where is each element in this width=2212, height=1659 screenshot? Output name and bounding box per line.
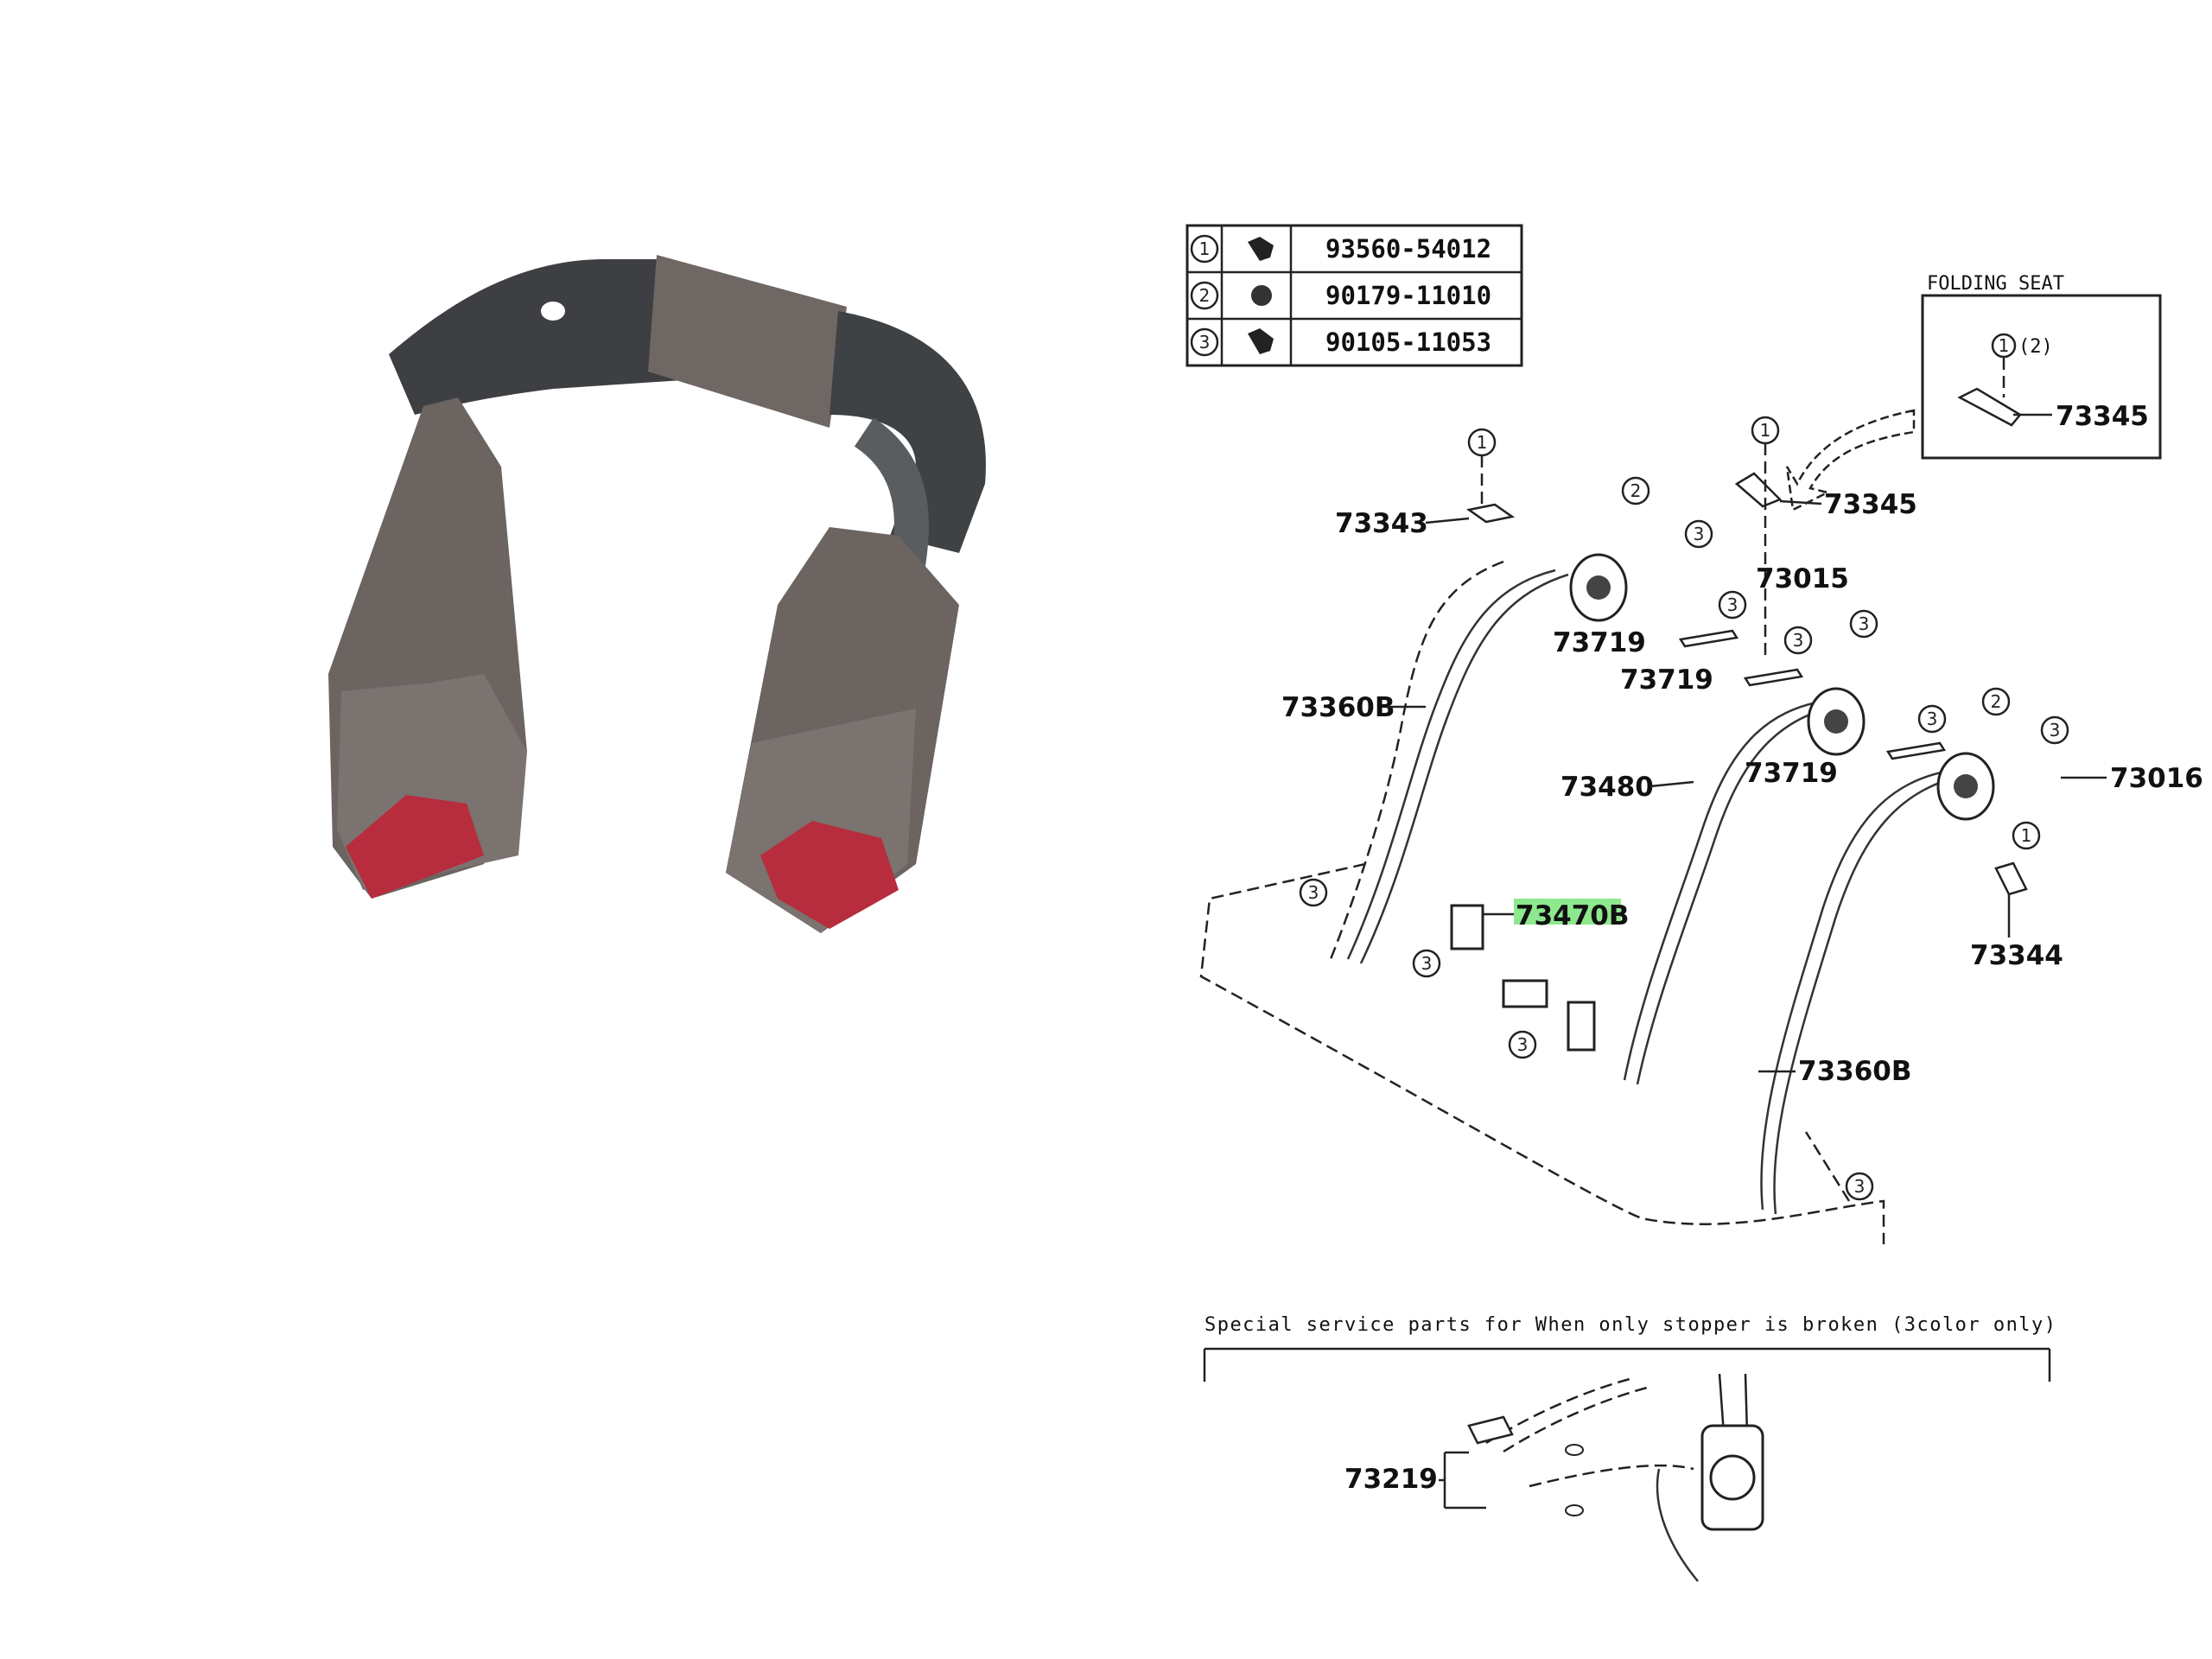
- bolt-icon: [1248, 237, 1274, 261]
- seat-cushion-outline: [1199, 862, 1885, 1244]
- callouts: 1 1 2 3 3 3 3 3 2 3 1 3 3 3 3: [1299, 416, 2069, 1201]
- svg-text:2: 2: [1199, 285, 1211, 306]
- svg-text:1: 1: [2021, 825, 2032, 846]
- svg-text:2: 2: [1991, 691, 2002, 712]
- svg-text:3: 3: [1793, 630, 1804, 651]
- svg-text:3: 3: [1859, 613, 1870, 634]
- svg-text:3: 3: [1727, 594, 1738, 615]
- svg-text:1: 1: [1760, 420, 1771, 441]
- svg-text:1: 1: [1477, 432, 1488, 453]
- svg-text:3: 3: [1421, 953, 1433, 974]
- part-label: 73219: [1344, 1464, 1438, 1495]
- svg-text:3: 3: [1694, 524, 1705, 544]
- svg-text:1: 1: [1199, 238, 1211, 259]
- svg-text:Special service parts for When: Special service parts for When only stop…: [1205, 1314, 2056, 1336]
- part-label: 73719: [1745, 758, 1838, 789]
- svg-text:2: 2: [1630, 480, 1642, 501]
- bolt-icon: [1248, 328, 1274, 354]
- svg-text:93560-54012: 93560-54012: [1325, 234, 1491, 264]
- part-label-highlighted: 73470B: [1516, 900, 1629, 931]
- table-row: 3 90105-11053: [1190, 327, 1491, 357]
- svg-text:73345: 73345: [2056, 401, 2149, 432]
- part-label: 73719: [1620, 664, 1713, 696]
- seat-belt-buckle-photo: [328, 255, 986, 933]
- part-label: 73343: [1335, 508, 1428, 539]
- part-label: 73480: [1560, 772, 1654, 803]
- svg-text:90179-11010: 90179-11010: [1325, 281, 1491, 310]
- part-label: 73719: [1553, 627, 1646, 658]
- table-row: 2 90179-11010: [1190, 281, 1491, 310]
- svg-text:(2): (2): [2018, 336, 2053, 358]
- part-label: 73360B: [1281, 692, 1395, 723]
- svg-text:1: 1: [1999, 335, 2010, 356]
- service-parts-section: Special service parts for When only stop…: [1203, 1314, 2056, 1582]
- svg-text:3: 3: [2050, 720, 2061, 741]
- folding-seat-inset: FOLDING SEAT 1 (2) 73345: [1785, 273, 2162, 512]
- svg-text:FOLDING SEAT: FOLDING SEAT: [1927, 273, 2064, 295]
- svg-text:3: 3: [1854, 1176, 1866, 1197]
- part-label: 73345: [1824, 489, 1917, 520]
- part-label: 73016: [2110, 763, 2203, 794]
- seat-belts: [1346, 472, 2028, 1215]
- svg-text:3: 3: [1517, 1034, 1529, 1055]
- nut-icon: [1251, 285, 1272, 306]
- svg-text:3: 3: [1927, 709, 1938, 729]
- part-label: 73360B: [1798, 1056, 1911, 1087]
- fastener-table: 1 93560-54012 2 90179-11010 3 90105-1105…: [1185, 224, 1523, 367]
- highlight-marker: [1514, 899, 1621, 925]
- svg-text:3: 3: [1308, 882, 1319, 903]
- table-row: 1 93560-54012: [1190, 234, 1491, 264]
- part-labels: 73343 73345 73015 73719 73719 73360B 734…: [1281, 489, 2203, 1087]
- svg-text:3: 3: [1199, 332, 1211, 353]
- part-label: 73344: [1970, 940, 2063, 971]
- svg-text:90105-11053: 90105-11053: [1325, 327, 1491, 357]
- part-label: 73015: [1756, 563, 1849, 594]
- arrow-icon: [1785, 409, 1916, 512]
